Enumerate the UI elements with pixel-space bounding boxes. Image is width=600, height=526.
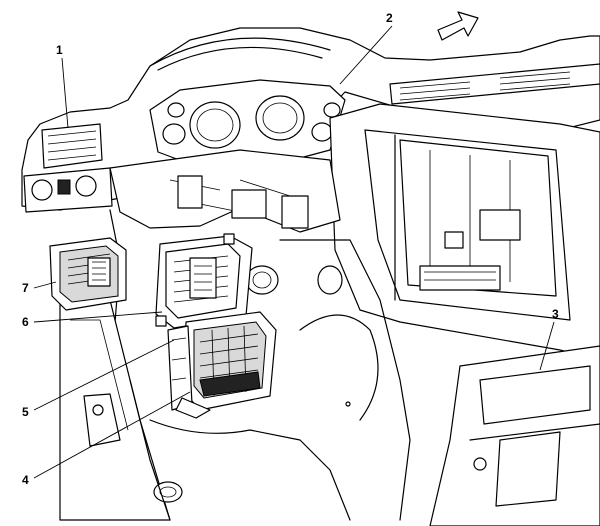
kick-panel: [59, 299, 183, 521]
switch-slot: [57, 179, 71, 195]
gauge-cluster: [149, 79, 346, 165]
component-7-connector-module: [49, 237, 127, 311]
component-5-bracket: [167, 325, 211, 419]
forward-arrow-icon: [437, 11, 479, 41]
floor-console: [429, 345, 600, 526]
lower-dash-panel: [129, 239, 411, 521]
module-clip: [223, 233, 235, 245]
dash-grommet-right: [317, 265, 343, 295]
callout-4: 4: [22, 473, 29, 487]
callout-5: 5: [22, 405, 29, 419]
callout-1: 1: [56, 43, 63, 57]
floor-grommet: [153, 481, 183, 503]
callout-6: 6: [22, 315, 29, 329]
dimmer-switch: [75, 175, 97, 197]
module-clip: [155, 315, 167, 327]
component-4-fuse-block: [183, 311, 277, 411]
center-stack-opening: [329, 103, 600, 361]
left-vent-switch-panel: [23, 123, 113, 213]
under-dash-brackets: [109, 149, 341, 381]
headlamp-switch: [31, 179, 53, 201]
kick-panel-fastener: [92, 404, 104, 416]
component-6-body-control-module: [155, 233, 253, 329]
callout-3: 3: [552, 307, 559, 321]
dash-grommet-upper: [245, 265, 279, 295]
callout-7: 7: [22, 281, 29, 295]
storage-tray: [419, 265, 501, 291]
leader-lines: [33, 25, 555, 479]
callout-2: 2: [386, 11, 393, 25]
